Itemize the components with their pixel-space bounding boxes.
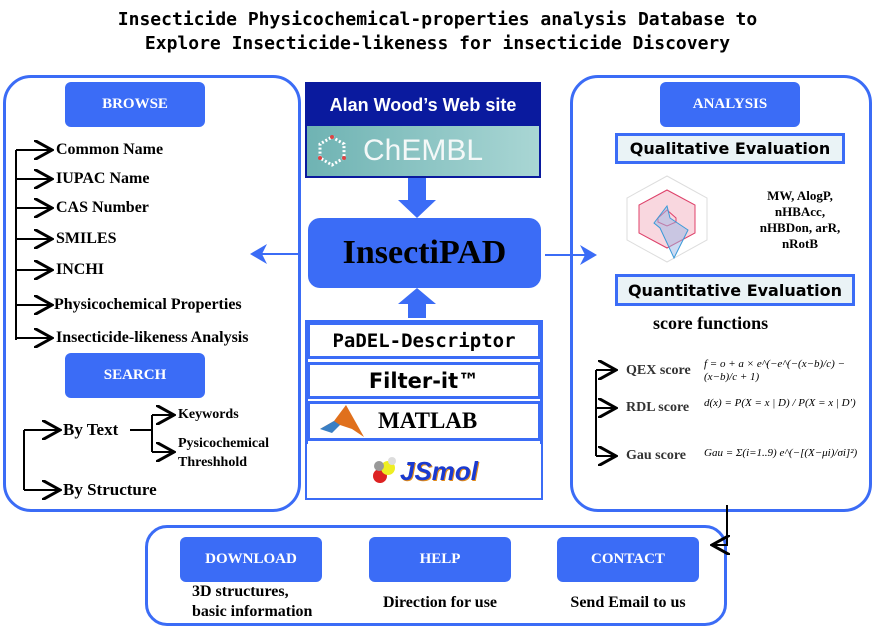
qex-score-label: QEX score bbox=[626, 363, 691, 378]
tools-box bbox=[305, 320, 543, 500]
search-button[interactable]: SEARCH bbox=[65, 353, 205, 398]
search-keywords[interactable]: Keywords bbox=[178, 407, 239, 422]
gau-formula: Gau = Σ(i=1..9) e^(−[(X−μi)/σi]²) bbox=[704, 447, 858, 459]
matlab-label: MATLAB bbox=[378, 408, 478, 433]
descriptor-line: MW, AlogP, bbox=[767, 188, 833, 203]
search-threshold[interactable]: Pysicochemical Threshhold bbox=[178, 434, 269, 472]
help-button[interactable]: HELP bbox=[369, 537, 511, 582]
download-description: 3D structures, basic information bbox=[180, 582, 345, 622]
chembl-label: ChEMBL bbox=[363, 134, 484, 167]
rdl-formula: d(x) = P(X = x | D) / P(X = x | D′) bbox=[704, 397, 856, 409]
jsmol-label: JSmol bbox=[399, 455, 479, 486]
descriptor-line: nHBAcc, bbox=[774, 204, 826, 219]
contact-description: Send Email to us bbox=[570, 594, 686, 611]
browse-physicochemical-properties[interactable]: Physicochemical Properties bbox=[54, 296, 242, 313]
tool-jsmol: JSmol bbox=[307, 444, 541, 498]
descriptor-line: nRotB bbox=[781, 236, 819, 251]
browse-insecticide-likeness[interactable]: Insecticide-likeness Analysis bbox=[56, 329, 249, 346]
matlab-logo-icon bbox=[320, 405, 364, 437]
quantitative-evaluation-label: Quantitative Evaluation bbox=[615, 274, 855, 306]
threshold-line-1: Pysicochemical bbox=[178, 436, 269, 451]
browse-iupac-name[interactable]: IUPAC Name bbox=[56, 170, 150, 187]
alan-wood-label: Alan Wood’s Web site bbox=[329, 94, 517, 115]
download-desc-line: basic information bbox=[192, 603, 313, 620]
insectipad-node: InsectiPAD bbox=[308, 218, 541, 288]
tool-matlab: MATLAB bbox=[307, 401, 541, 441]
descriptor-line: nHBDon, arR, bbox=[759, 220, 841, 235]
jsmol-molecule-icon bbox=[372, 457, 396, 483]
qualitative-evaluation-label: Qualitative Evaluation bbox=[615, 133, 845, 164]
title-line-1: Insecticide Physicochemical-properties a… bbox=[117, 9, 758, 30]
tool-filter-it: Filter-it™ bbox=[307, 362, 541, 399]
chembl-banner: ChEMBL bbox=[307, 126, 539, 176]
radar-chart-image bbox=[626, 175, 708, 263]
qex-formula: f = o + a × e^(−e^(−(x−b)/c) − (x−b)/c +… bbox=[704, 358, 845, 383]
help-description: Direction for use bbox=[382, 594, 498, 611]
browse-inchi[interactable]: INCHI bbox=[56, 261, 105, 278]
browse-button[interactable]: BROWSE bbox=[65, 82, 205, 127]
data-sources-box: Alan Wood’s Web site ChEMBL bbox=[305, 82, 541, 178]
browse-common-name[interactable]: Common Name bbox=[56, 141, 164, 158]
score-functions-label: score functions bbox=[653, 313, 769, 333]
threshold-line-2: Threshhold bbox=[178, 455, 247, 470]
descriptor-list: MW, AlogP, nHBAcc, nHBDon, arR, nRotB bbox=[745, 188, 855, 252]
chembl-logo-icon bbox=[318, 135, 346, 167]
search-by-text[interactable]: By Text bbox=[63, 420, 119, 439]
gau-score-label: Gau score bbox=[626, 448, 687, 463]
download-desc-line: 3D structures, bbox=[192, 583, 289, 600]
download-button[interactable]: DOWNLOAD bbox=[180, 537, 322, 582]
analysis-button[interactable]: ANALYSIS bbox=[660, 82, 800, 127]
search-by-structure[interactable]: By Structure bbox=[63, 480, 157, 499]
tool-padel: PaDEL-Descriptor bbox=[307, 322, 541, 359]
browse-smiles[interactable]: SMILES bbox=[56, 230, 117, 247]
diagram-title: Insecticide Physicochemical-properties a… bbox=[0, 8, 875, 56]
rdl-score-label: RDL score bbox=[626, 400, 690, 415]
title-line-2: Explore Insecticide-likeness for insecti… bbox=[144, 33, 731, 54]
contact-button[interactable]: CONTACT bbox=[557, 537, 699, 582]
browse-cas-number[interactable]: CAS Number bbox=[56, 199, 149, 216]
